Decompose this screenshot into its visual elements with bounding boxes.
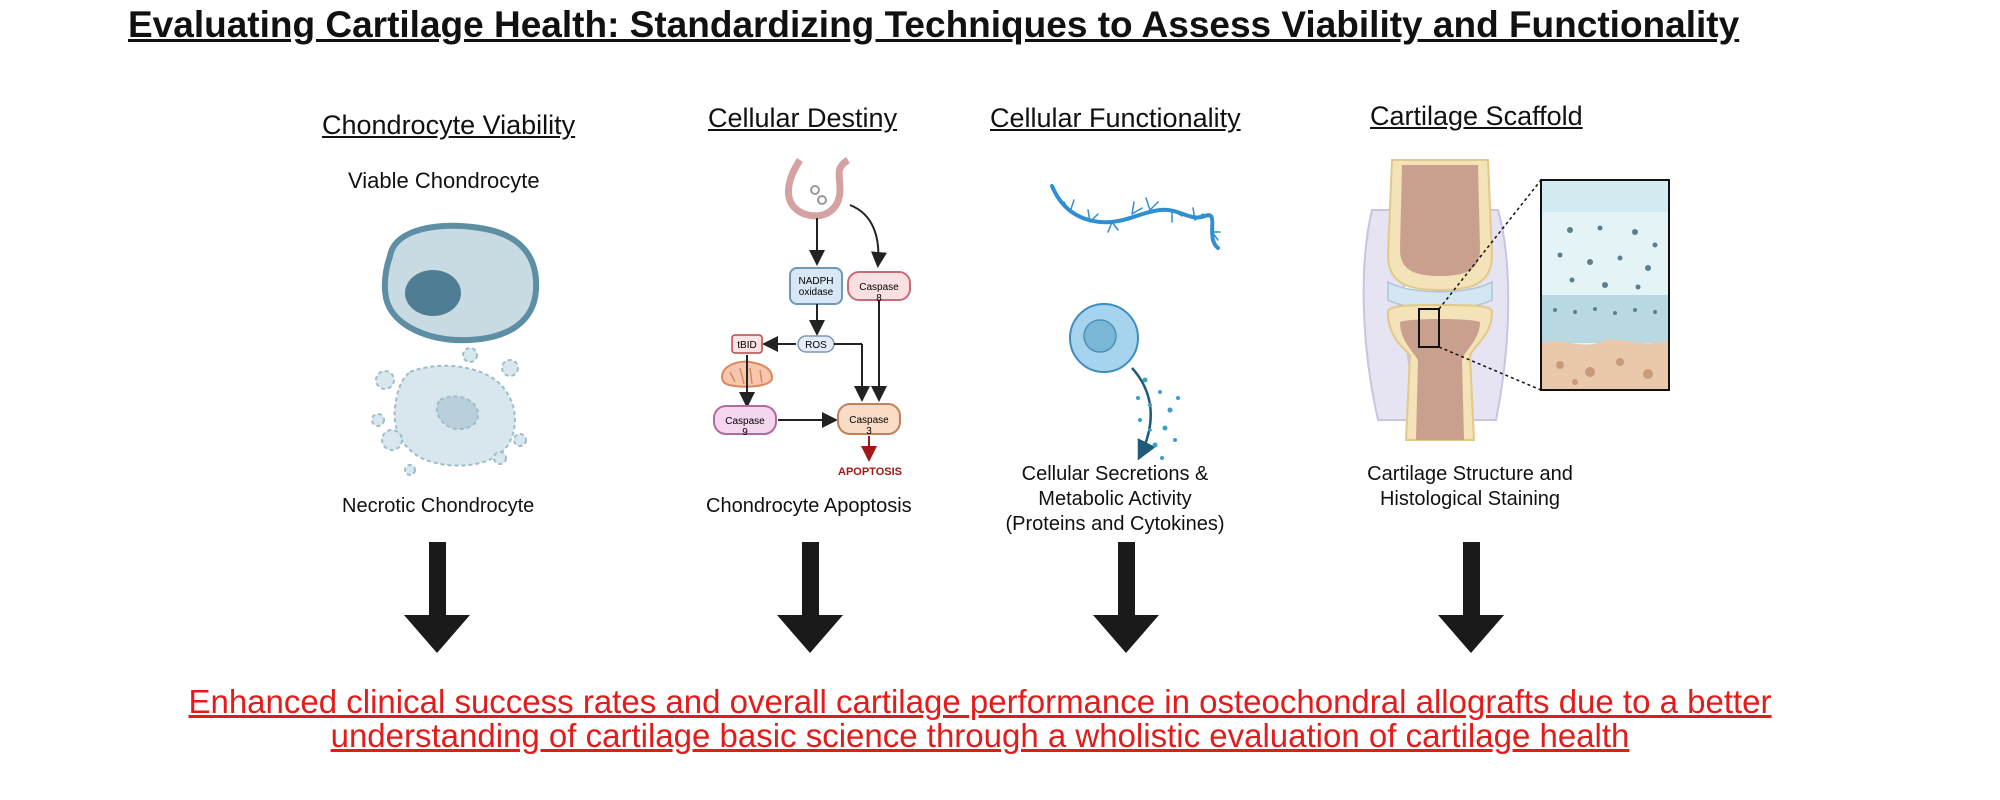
chondrocyte-apoptosis-label: Chondrocyte Apoptosis [706,495,912,517]
down-arrow-scaffold [1438,542,1504,653]
caspase9-box [713,405,777,435]
protein-strand-icon [1050,184,1221,250]
necrotic-chondrocyte-label: Necrotic Chondrocyte [342,495,535,517]
down-arrow-viability [404,542,470,653]
zoom-region-box [1418,308,1440,348]
histology-section-icon [1540,179,1670,391]
tbid-text: tBID [737,340,756,351]
heading-chondrocyte-viability: Chondrocyte Viability [322,110,576,140]
heading-cellular-functionality: Cellular Functionality [990,103,1241,133]
arrow-to-caspase8 [849,204,887,268]
heading-cartilage-scaffold: Cartilage Scaffold [1370,101,1583,131]
conclusion-statement: Enhanced clinical success rates and over… [0,685,1960,753]
cellular-secretions-label: Cellular Secretions & Metabolic Activity… [1000,462,1230,537]
necrotic-chondrocyte-icon [371,347,527,476]
cartilage-structure-line-1: Cartilage Structure and [1367,463,1573,485]
conclusion-line-1: Enhanced clinical success rates and over… [188,683,1772,720]
viable-chondrocyte-label: Viable Chondrocyte [348,168,540,193]
conclusion-line-2: understanding of cartilage basic science… [330,717,1630,754]
secreting-cell-icon [1069,303,1180,461]
heading-cellular-destiny: Cellular Destiny [708,103,898,133]
caspase3-box [837,403,901,435]
apoptosis-text: APOPTOSIS [838,466,902,478]
ros-text: ROS [805,340,827,351]
cartilage-structure-label: Cartilage Structure and Histological Sta… [1355,462,1585,512]
cellular-secretions-line-3: (Proteins and Cytokines) [1005,513,1225,535]
viable-chondrocyte-icon [381,222,540,344]
knee-joint-icon [1362,159,1542,441]
page-title: Evaluating Cartilage Health: Standardizi… [128,4,1740,45]
down-arrow-destiny [777,542,843,653]
cartilage-structure-line-2: Histological Staining [1379,488,1561,510]
tbid-box [731,334,763,354]
cellular-secretions-line-1: Cellular Secretions & [1021,463,1209,485]
cellular-secretions-line-2: Metabolic Activity [1038,488,1192,510]
down-arrow-functionality [1093,542,1159,653]
